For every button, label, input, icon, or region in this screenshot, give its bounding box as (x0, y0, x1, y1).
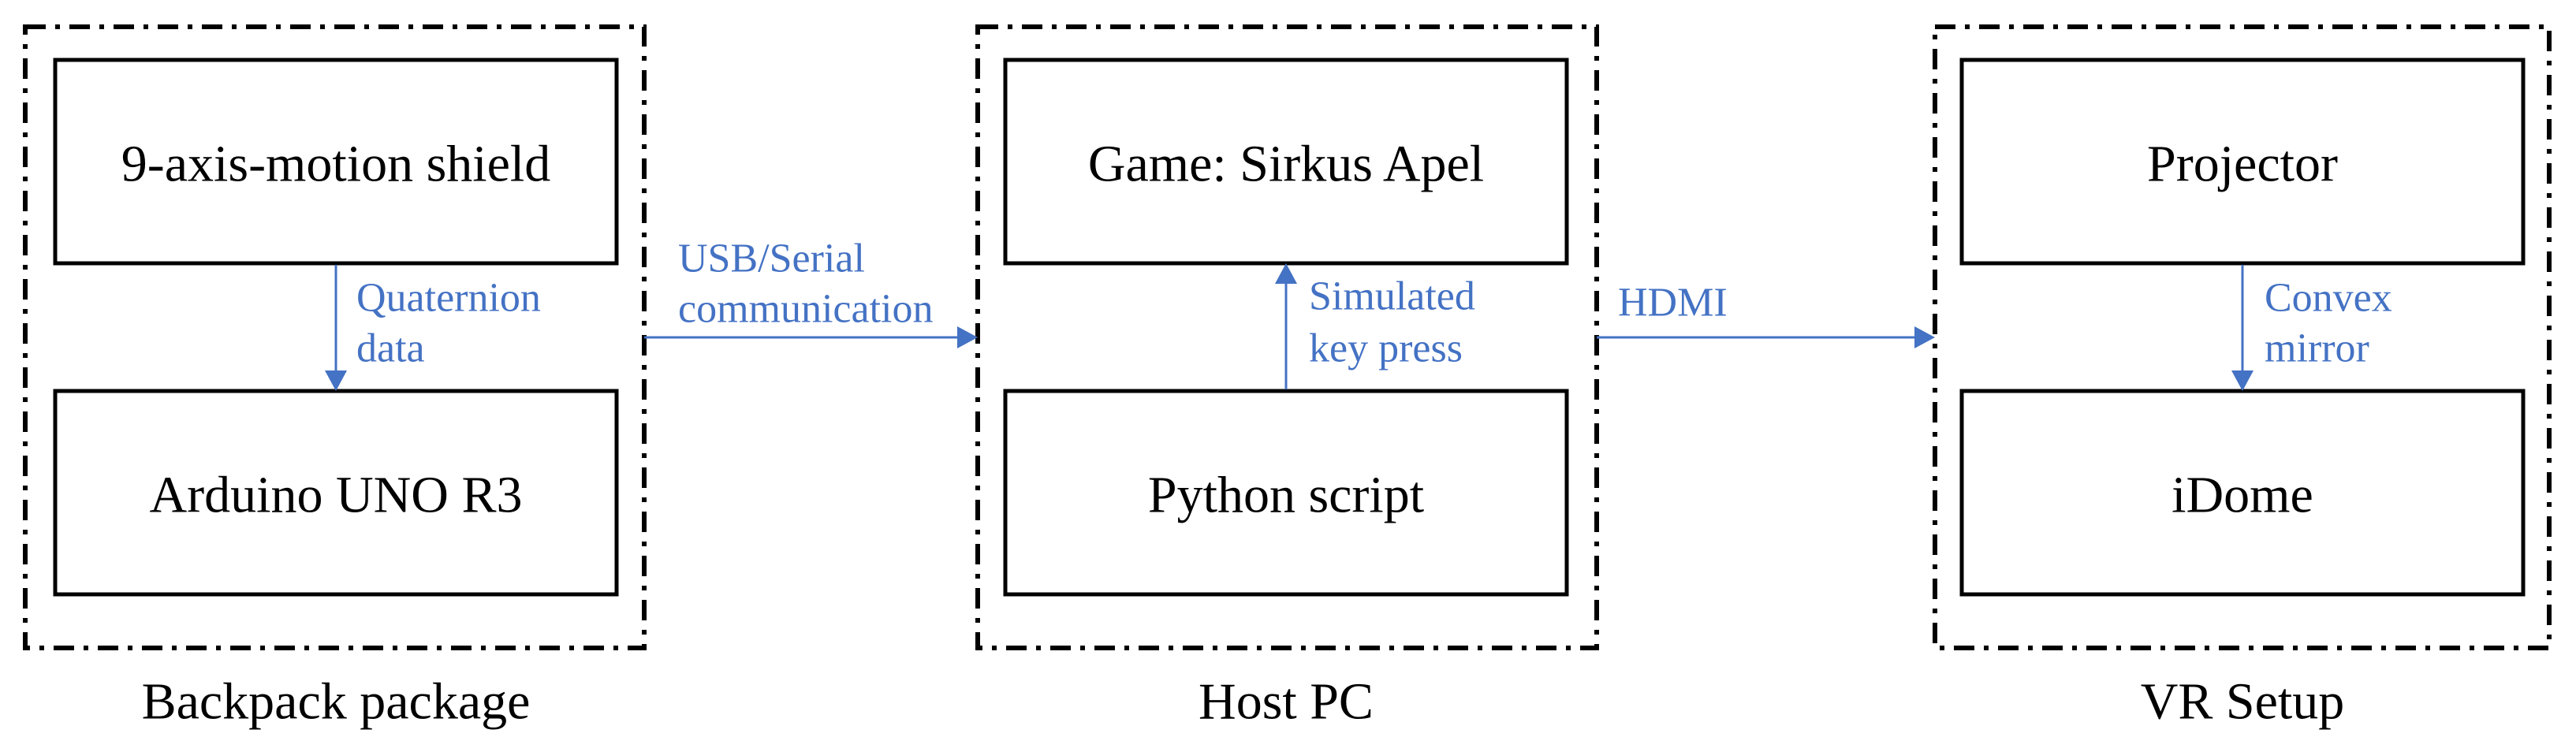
edge-backpack-host-label-line2: communication (678, 287, 933, 332)
node-game-label: Game: Sirkus Apel (1088, 136, 1484, 193)
node-idome-label: iDome (2172, 467, 2313, 524)
edge-shield-arduino-label-line2: data (356, 326, 425, 371)
node-python-box (1003, 389, 1569, 597)
group-host-label: Host PC (1199, 673, 1374, 731)
node-shield-box (53, 58, 619, 266)
node-projector-box (1959, 58, 2526, 266)
node-idome-box (1959, 389, 2526, 597)
edge-python-game-label-line1: Simulated (1309, 274, 1475, 319)
edge-backpack-host-label-line1: USB/Serial (678, 236, 865, 281)
edge-projector-idome-label-line2: mirror (2265, 326, 2369, 371)
node-arduino-box (53, 389, 619, 597)
edge-host-vr-arrowhead (1914, 326, 1935, 348)
edge-projector-idome-label-line1: Convex (2265, 276, 2392, 321)
node-game-box (1003, 58, 1569, 266)
edge-projector-idome-arrowhead (2231, 370, 2254, 391)
edge-host-vr-label-line1: HDMI (1618, 281, 1728, 326)
group-backpack-label: Backpack package (142, 673, 531, 731)
edge-python-game-arrowhead (1275, 263, 1297, 284)
node-arduino-label: Arduino UNO R3 (150, 467, 523, 524)
node-projector-label: Projector (2147, 136, 2338, 193)
edge-python-game-label-line2: key press (1309, 326, 1463, 371)
edge-backpack-host-arrowhead (957, 326, 978, 348)
node-shield-label: 9-axis-motion shield (121, 136, 550, 193)
group-vr-label: VR Setup (2141, 673, 2345, 731)
node-python-label: Python script (1148, 467, 1424, 524)
edge-shield-arduino-label-line1: Quaternion (356, 276, 541, 321)
edge-shield-arduino-arrowhead (325, 370, 347, 391)
